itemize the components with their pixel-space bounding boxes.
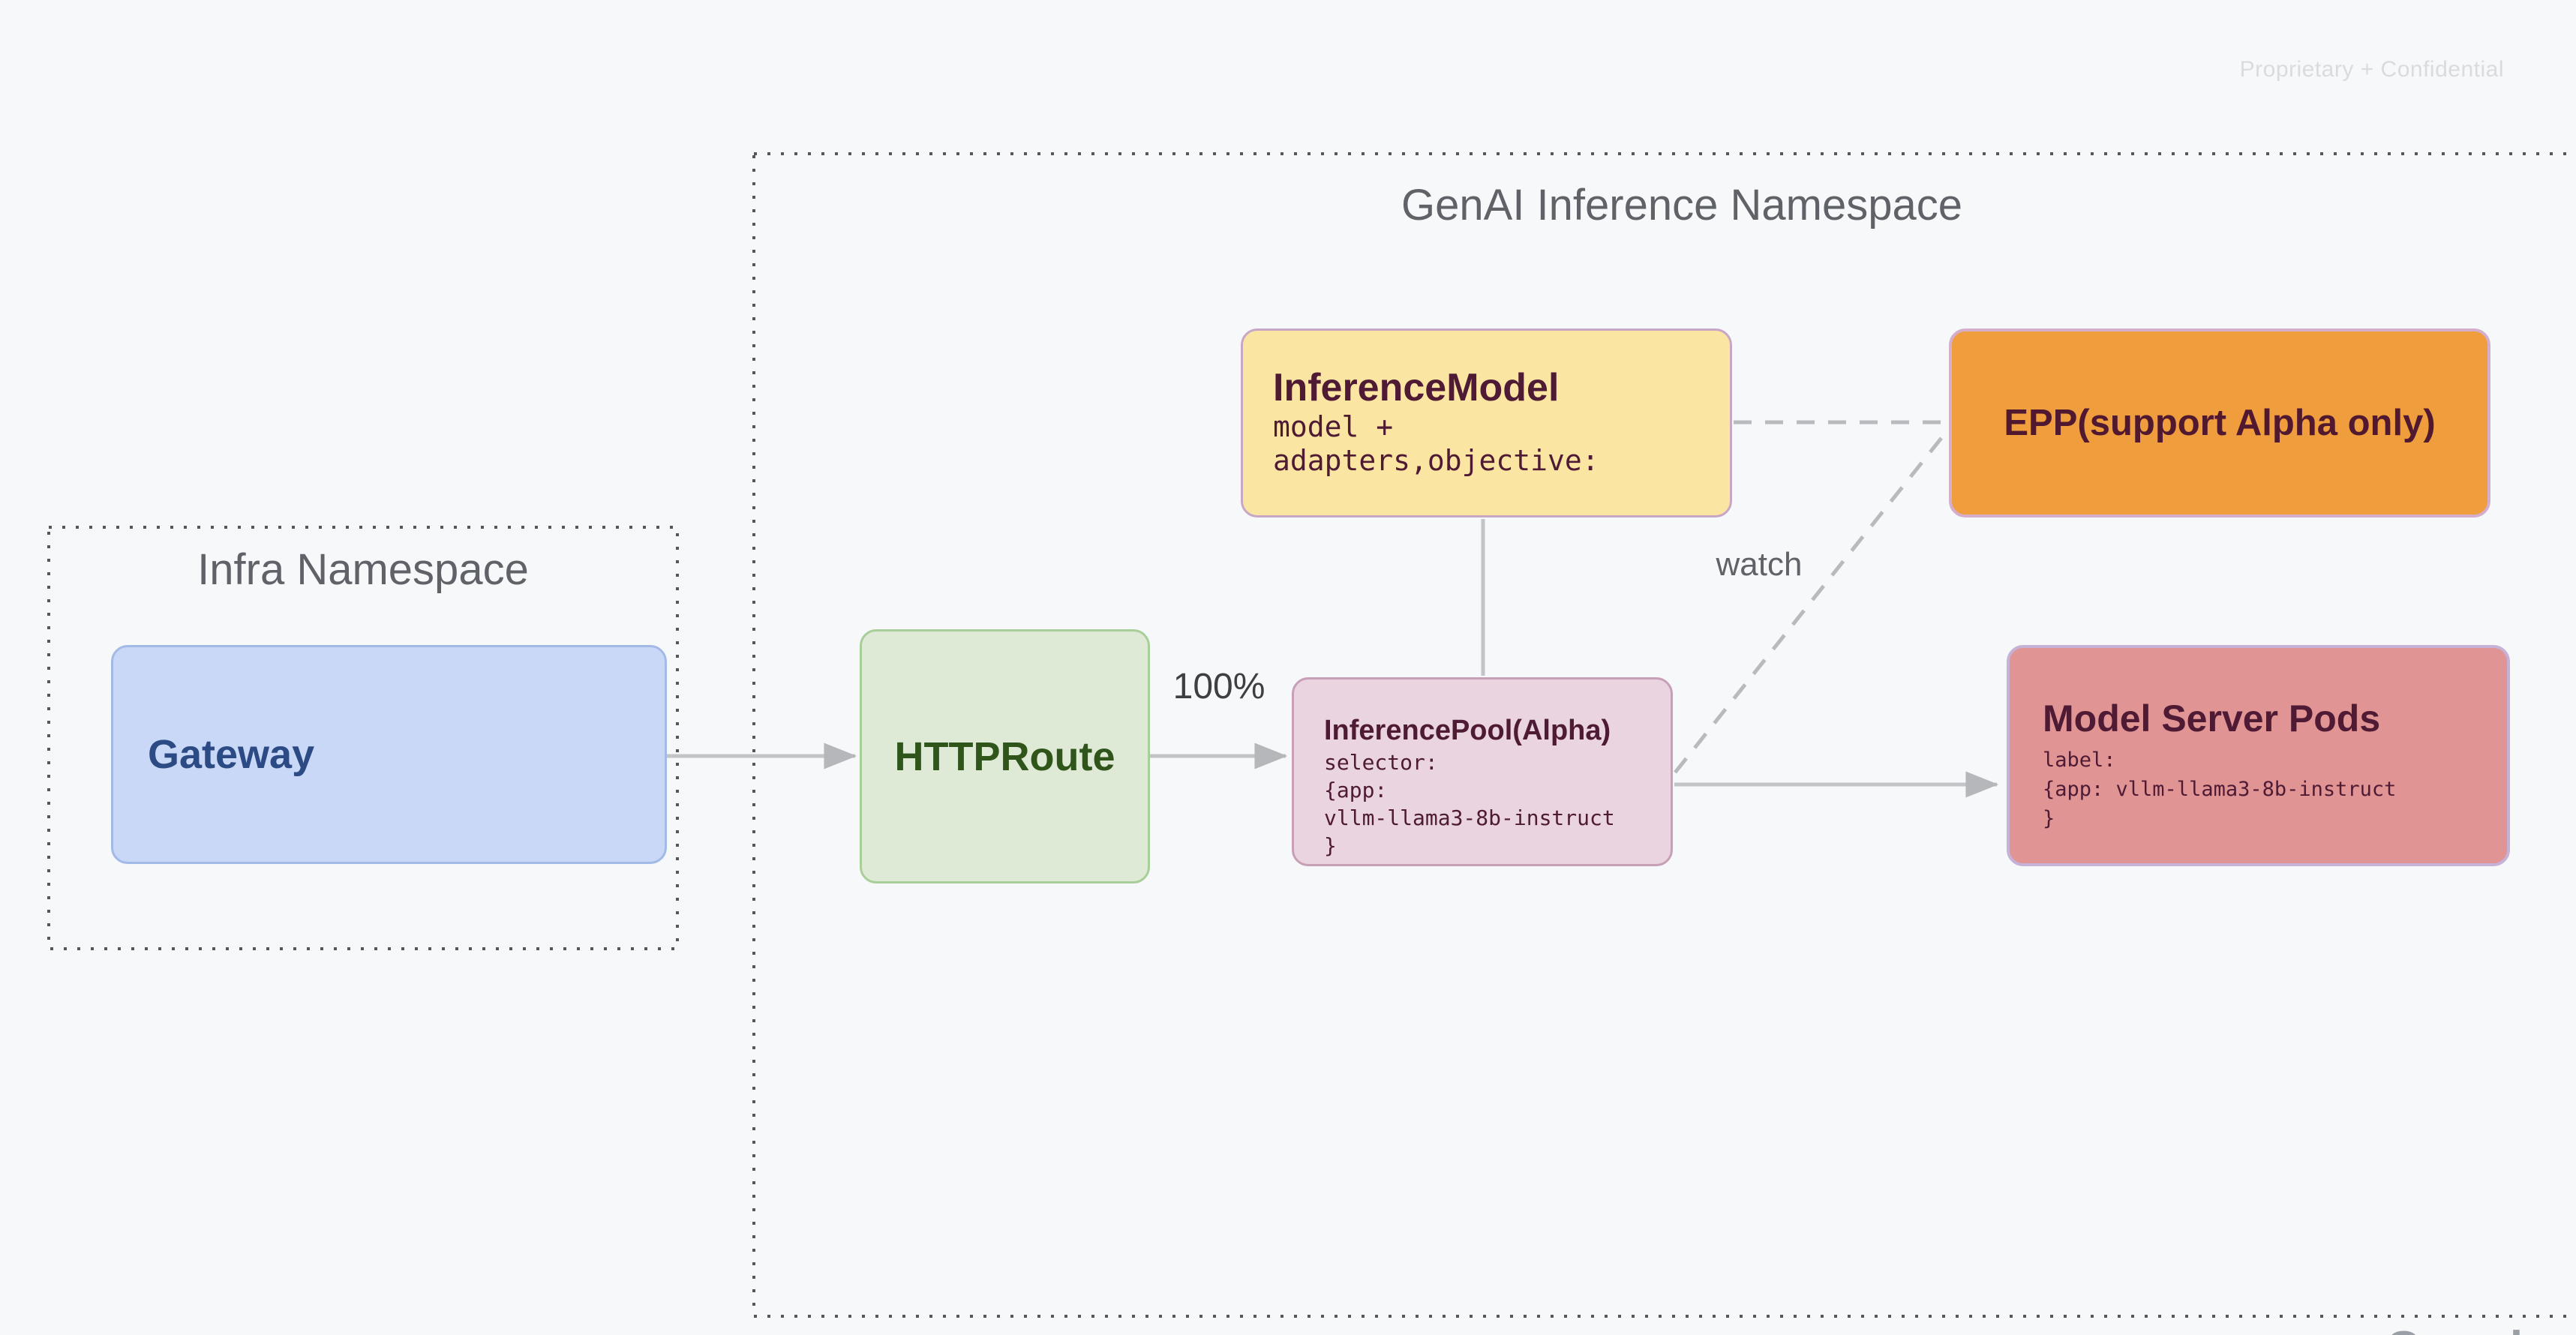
inference-pool-code-line: } [1324, 833, 1337, 858]
confidential-note: Proprietary + Confidential [2239, 57, 2504, 82]
model-server-pods-code-line: label: [2043, 748, 2116, 772]
model-server-pods-code-line: } [2043, 807, 2055, 830]
inference-pool-node: InferencePool(Alpha) selector: {app: vll… [1292, 677, 1673, 866]
inference-pool-code-line: selector: [1324, 750, 1438, 775]
inference-model-node: InferenceModel model + adapters,objectiv… [1241, 328, 1732, 518]
google-logo: Google [2385, 1322, 2550, 1335]
gateway-title: Gateway [148, 732, 315, 777]
watch-label: watch [1716, 546, 1803, 583]
inference-pool-title: InferencePool(Alpha) [1324, 715, 1611, 746]
model-server-pods-node: Model Server Pods label: {app: vllm-llam… [2007, 645, 2510, 866]
inference-model-code-line: adapters,objective: [1273, 444, 1599, 477]
model-server-pods-code-line: {app: vllm-llama3-8b-instruct [2043, 778, 2397, 801]
httproute-title: HTTPRoute [894, 734, 1115, 779]
gateway-node: Gateway [111, 645, 667, 864]
genai-namespace-title: GenAI Inference Namespace [1401, 181, 1962, 230]
epp-title: EPP(support Alpha only) [2004, 403, 2436, 443]
model-server-pods-title: Model Server Pods [2043, 698, 2381, 740]
epp-node: EPP(support Alpha only) [1949, 328, 2490, 518]
infra-namespace-title: Infra Namespace [197, 545, 529, 594]
inference-model-code-line: model + [1273, 410, 1394, 443]
inference-pool-code-line: {app: [1324, 778, 1388, 802]
httproute-node: HTTPRoute [860, 629, 1150, 884]
inference-pool-code-line: vllm-llama3-8b-instruct [1324, 806, 1615, 830]
inference-model-title: InferenceModel [1273, 366, 1560, 410]
route-weight-label: 100% [1172, 667, 1265, 706]
